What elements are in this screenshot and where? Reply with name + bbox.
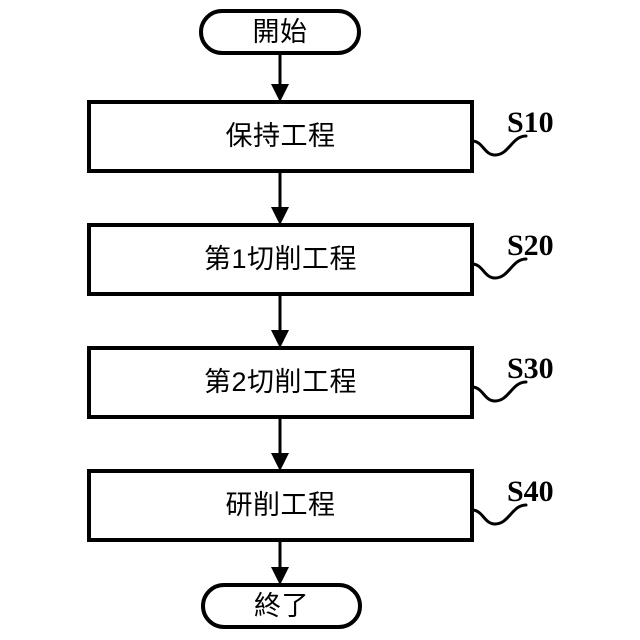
start-terminal-shape[interactable] [199,9,361,55]
leader-line-s30 [470,380,528,403]
process-box-s30-shape[interactable] [87,346,474,419]
connector-s30-to-s40 [271,417,289,471]
connector-s40-to-end [271,540,289,585]
step-tag-s20: S20 [507,229,554,262]
leader-line-s40 [470,503,528,526]
connector-start-to-s10 [271,53,289,102]
connector-s20-to-s30 [271,294,289,348]
connector-s10-to-s20 [271,171,289,225]
step-tag-s30: S30 [507,352,554,385]
end-terminal-shape[interactable] [201,583,362,629]
process-box-s10-shape[interactable] [87,100,474,173]
leader-line-s10 [470,134,528,157]
leader-line-s20 [470,257,528,280]
step-tag-s10: S10 [507,106,554,139]
step-tag-s40: S40 [507,475,554,508]
process-box-s40-shape[interactable] [87,469,474,542]
process-box-s20-shape[interactable] [87,223,474,296]
